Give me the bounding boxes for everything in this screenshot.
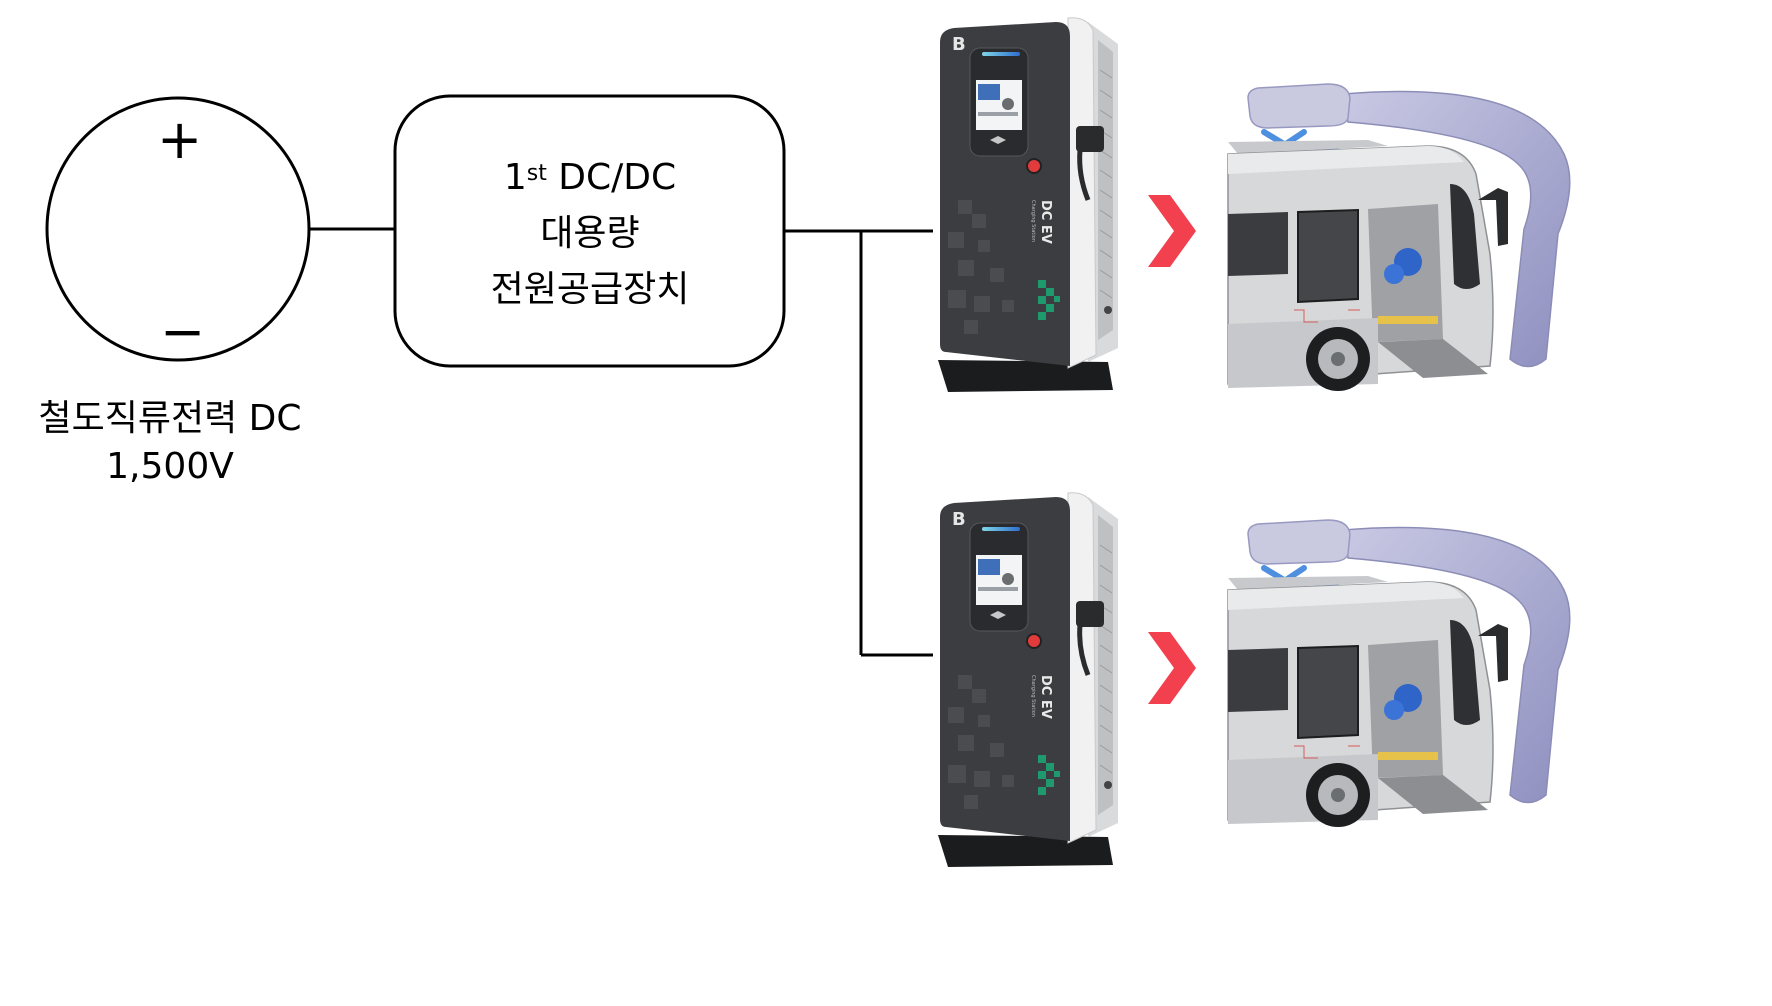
converter-type: DC/DC (546, 157, 677, 198)
dc-source-voltage: 1,500V (106, 446, 234, 487)
chevron-right-icon (1148, 632, 1196, 704)
positive-terminal-symbol: + (157, 108, 203, 171)
converter-order-number: 1 (503, 157, 527, 198)
converter-order-suffix: st (526, 161, 547, 186)
dc-source-name: 철도직류전력 DC (38, 398, 302, 439)
electric-bus-icon (1228, 520, 1570, 827)
charger-icon (938, 18, 1118, 392)
electric-bus-icon (1228, 84, 1570, 391)
chevron-right-icon (1148, 195, 1196, 267)
connection-wires (309, 227, 933, 657)
negative-terminal-symbol: − (160, 300, 206, 363)
dc-source-label: 철도직류전력 DC 1,500V (10, 395, 330, 491)
dcdc-converter-box (393, 94, 786, 368)
converter-title: 1st DC/DC (395, 150, 785, 206)
charger-icon (938, 493, 1118, 867)
converter-label: 1st DC/DC 대용량 전원공급장치 (395, 150, 785, 318)
converter-description: 전원공급장치 (490, 269, 690, 310)
converter-capacity: 대용량 (540, 213, 640, 254)
